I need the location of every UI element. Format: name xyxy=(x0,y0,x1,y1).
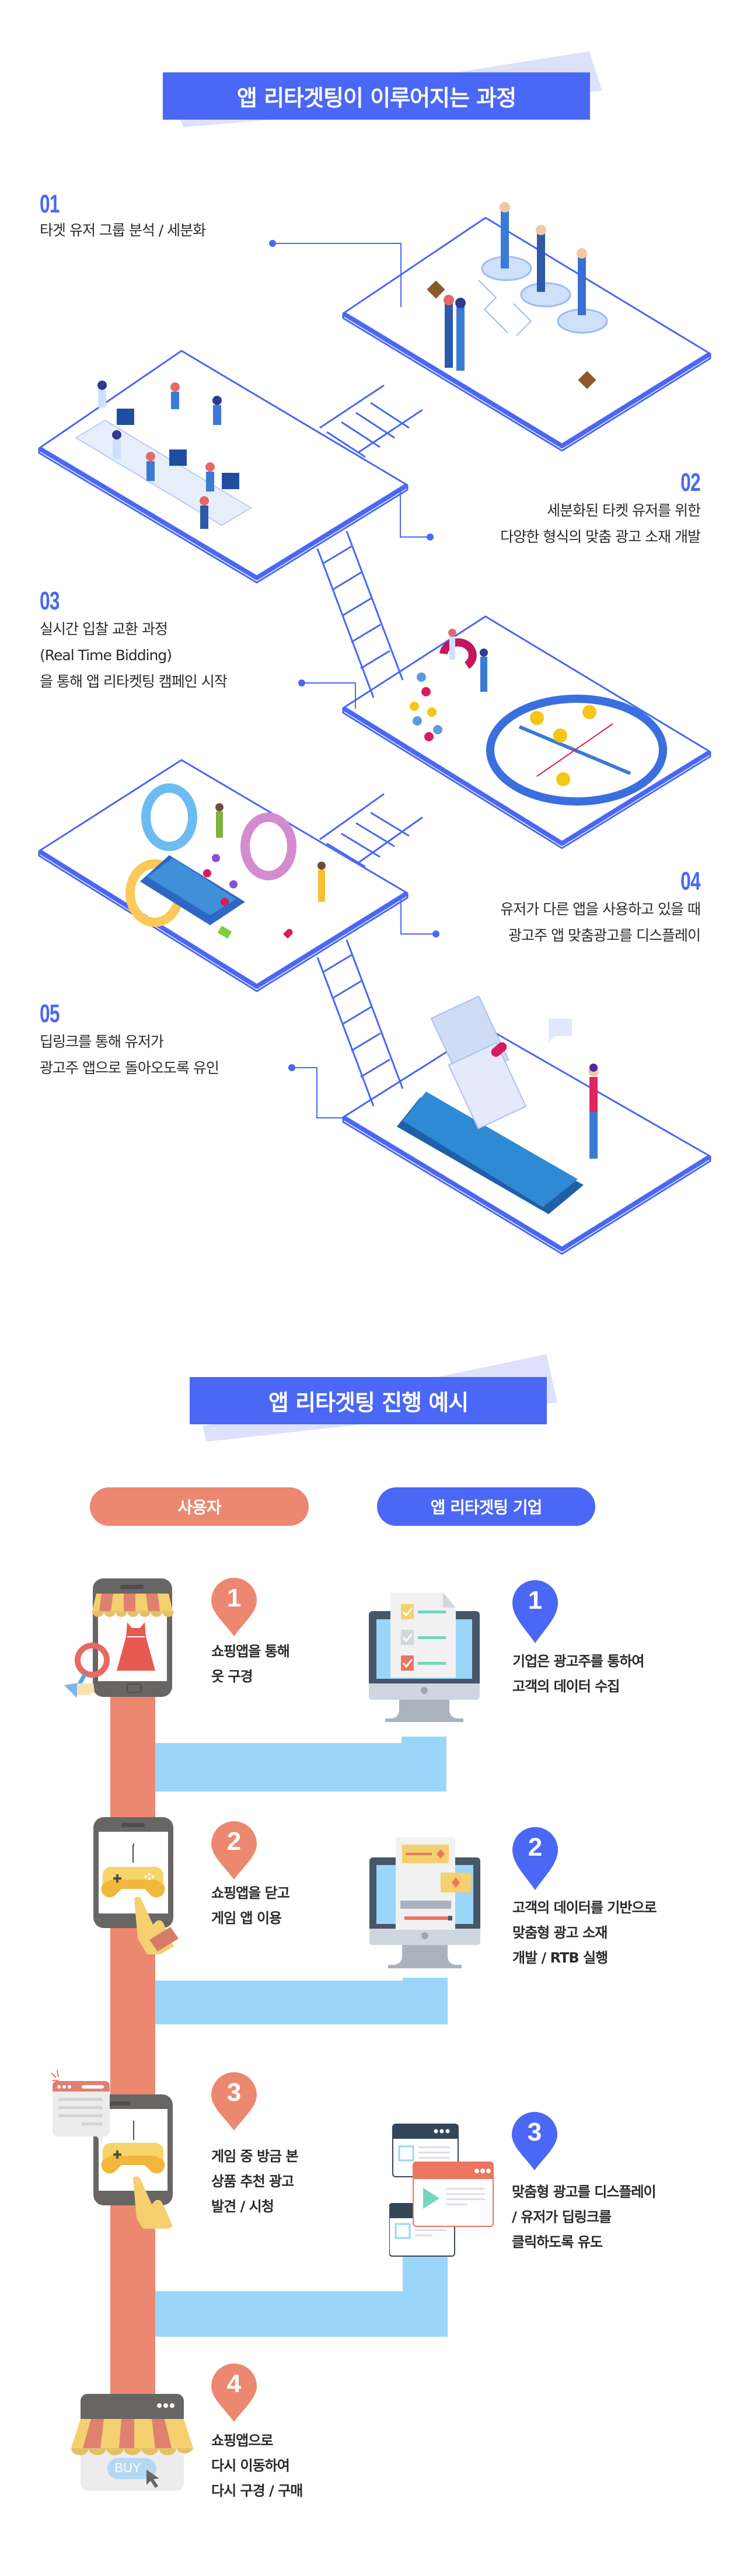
isometric-platforms-illustration xyxy=(37,202,712,1255)
user-timeline-trunk xyxy=(110,1664,155,2396)
office-team-icon xyxy=(75,381,252,529)
user-step-2-text-1: 쇼핑앱을 닫고 xyxy=(211,1885,290,1901)
user-step-2-marker: 2 xyxy=(211,1821,257,1880)
step-05-number: 05 xyxy=(40,999,60,1028)
user-step-4-marker: 4 xyxy=(211,2364,257,2422)
shopping-phone-icon xyxy=(63,1578,174,1701)
step-02-connector-line xyxy=(400,536,429,538)
mobile-ads-person-icon xyxy=(397,995,599,1214)
company-step-3-marker: 3 xyxy=(512,2112,557,2170)
game-phone-ad-popup-icon xyxy=(51,2054,197,2239)
step-01-number: 01 xyxy=(40,190,60,218)
step-02-text-line-1: 세분화된 타켓 유저를 위한 xyxy=(547,502,701,519)
flow-line-2-horizontal xyxy=(155,1981,448,2024)
step-03-number: 03 xyxy=(40,587,60,615)
company-step-1-text-2: 고객의 데이터 수집 xyxy=(512,1678,620,1695)
step-03-text-line-1: 실시간 입찰 교환 과정 xyxy=(40,621,168,637)
user-step-2-text-2: 게임 앱 이용 xyxy=(211,1910,282,1926)
user-step-4-text-1: 쇼핑앱으로 xyxy=(211,2432,273,2449)
user-step-4-text-3: 다시 구경 / 구매 xyxy=(211,2483,303,2499)
user-step-4-text-2: 다시 이동하여 xyxy=(211,2458,290,2474)
section-2-title: 앱 리타겟팅 진행 예시 xyxy=(190,1377,547,1424)
user-step-1-text-1: 쇼핑앱을 통해 xyxy=(211,1643,290,1660)
step-04-connector-line xyxy=(400,933,435,935)
step-02-connector-line-v xyxy=(400,490,401,537)
company-column-header: 앱 리타겟팅 기업 xyxy=(377,1487,595,1526)
step-01-connector-line xyxy=(273,243,401,244)
company-step-2-number: 2 xyxy=(528,1833,543,1862)
step-05-connector-line-v xyxy=(316,1067,317,1118)
step-02-number: 02 xyxy=(680,468,701,497)
step-04-text-line-2: 광고주 앱 맞춤광고를 디스플레이 xyxy=(508,927,701,944)
monitor-checklist-icon xyxy=(369,1592,481,1740)
step-02-connector-dot xyxy=(427,534,434,541)
step-03-connector-line xyxy=(302,682,355,684)
step-04-number: 04 xyxy=(680,867,701,895)
user-step-1-marker: 1 xyxy=(211,1578,257,1636)
step-03-text-line-3: 을 통해 앱 리타켓팅 캠페인 시작 xyxy=(40,673,228,690)
buy-button-label: BUY xyxy=(114,2460,141,2475)
browser-windows-icon xyxy=(389,2124,494,2257)
user-step-4-number: 4 xyxy=(226,2369,242,2398)
monitor-design-icon xyxy=(369,1838,481,1980)
company-step-2-text-1: 고객의 데이터를 기반으로 xyxy=(512,1899,657,1916)
step-05-connector-line xyxy=(292,1067,317,1068)
company-step-3-text-1: 맞춤형 광고를 디스플레이 xyxy=(512,2184,657,2200)
company-step-3-text-2: / 유저가 딥링크를 xyxy=(512,2209,612,2225)
user-step-1-number: 1 xyxy=(226,1584,242,1612)
magnet-bidding-icon xyxy=(410,629,667,806)
company-step-3-number: 3 xyxy=(527,2118,542,2146)
step-02-text-line-2: 다양한 형식의 맞춤 광고 소재 개발 xyxy=(500,528,701,545)
step-04-connector-line-v xyxy=(400,896,402,934)
step-05-text-line-1: 딥링크를 통해 유저가 xyxy=(40,1033,164,1050)
user-step-3-text-1: 게임 중 방금 본 xyxy=(211,2148,299,2164)
step-05-text-line-2: 광고주 앱으로 돌아오도록 유인 xyxy=(40,1059,219,1076)
user-step-3-text-2: 상품 추천 광고 xyxy=(211,2173,294,2190)
step-05-connector-line-2 xyxy=(316,1117,343,1118)
flow-line-1-horizontal xyxy=(155,1743,446,1791)
user-step-1-text-2: 옷 구경 xyxy=(211,1668,253,1685)
company-step-2-text-2: 맞춤형 광고 소재 xyxy=(512,1925,608,1941)
company-step-3-text-3: 클릭하도록 유도 xyxy=(512,2234,603,2250)
store-buy-icon: BUY xyxy=(71,2394,193,2491)
user-step-2-number: 2 xyxy=(226,1827,242,1856)
step-01-connector-line-v xyxy=(400,243,402,307)
chat-bubbles-phone-icon xyxy=(125,783,326,939)
step-04-connector-dot xyxy=(432,930,439,937)
step-03-connector-line-v xyxy=(355,682,356,709)
company-step-1-number: 1 xyxy=(528,1586,543,1615)
flow-line-3-horizontal xyxy=(155,2291,448,2337)
section-1-title: 앱 리타겟팅이 이루어지는 과정 xyxy=(163,72,590,120)
step-04-text-line-1: 유저가 다른 앱을 사용하고 있을 때 xyxy=(500,901,701,918)
game-phone-icon xyxy=(93,1817,198,1960)
user-step-3-text-3: 발견 / 시청 xyxy=(211,2198,274,2215)
step-01-text: 타겟 유저 그룹 분석 / 세분화 xyxy=(40,222,206,239)
user-step-3-marker: 3 xyxy=(211,2072,257,2131)
data-analysis-people-icon xyxy=(427,202,608,389)
company-step-2-text-3: 개발 / RTB 실행 xyxy=(512,1950,608,1966)
company-step-1-text-1: 기업은 광고주를 통하여 xyxy=(512,1653,645,1669)
step-03-text-line-2: (Real Time Bidding) xyxy=(40,647,172,664)
company-step-2-marker: 2 xyxy=(512,1827,558,1890)
company-step-1-marker: 1 xyxy=(512,1580,558,1643)
user-step-3-number: 3 xyxy=(226,2078,242,2107)
user-column-header: 사용자 xyxy=(90,1487,309,1526)
